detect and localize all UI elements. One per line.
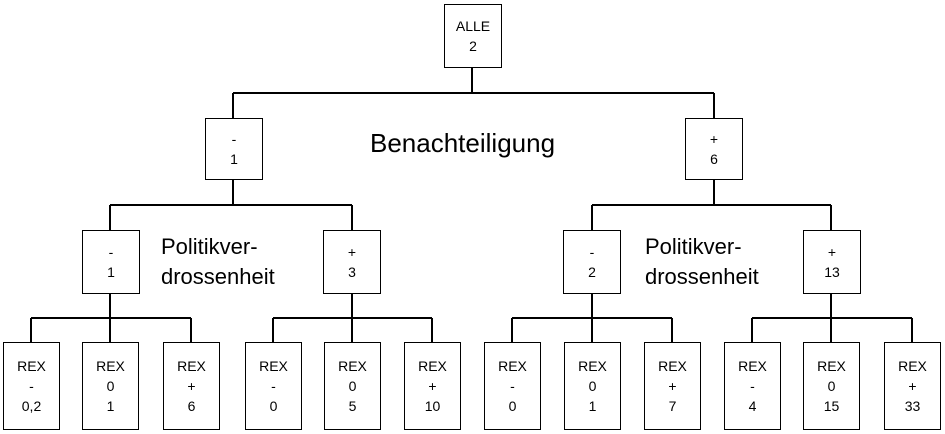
rex-node-1-0-1-line-1: 0 [588, 378, 597, 394]
politik-node-1-1-line-1: 13 [824, 264, 840, 280]
rex-node-0-0-2-line-0: REX [177, 358, 206, 374]
rex-node-0-1-2-line-0: REX [418, 358, 447, 374]
politik-label-0: Politikver-drossenheit [161, 232, 275, 292]
rex-node-0-0-0-line-1: - [29, 378, 34, 394]
root-node-line-1: 2 [469, 38, 477, 54]
rex-node-1-1-1: REX 0 15 [803, 342, 860, 430]
benachteiligung-node-0: -1 [205, 118, 263, 180]
rex-node-0-0-0-line-2: 0,2 [21, 398, 42, 414]
rex-node-0-1-0-line-1: - [271, 378, 276, 394]
politik-label-1-line-0: Politikver- [645, 234, 742, 259]
politik-label-1: Politikver-drossenheit [645, 232, 759, 292]
rex-node-0-1-1-line-1: 0 [348, 378, 357, 394]
rex-node-1-1-2-line-2: 33 [904, 398, 921, 414]
rex-node-1-0-1-line-0: REX [578, 358, 607, 374]
root-node: ALLE 2 [444, 4, 502, 68]
rex-node-1-0-1-line-2: 1 [588, 398, 597, 414]
politik-node-1-1: +13 [803, 230, 861, 294]
rex-node-0-0-0-line-0: REX [17, 358, 46, 374]
benachteiligung-node-0-line-1: 1 [230, 151, 238, 167]
rex-node-1-1-2: REX +33 [884, 342, 941, 430]
rex-node-0-0-1-line-0: REX [96, 358, 125, 374]
politik-node-1-0-line-0: - [589, 244, 595, 260]
politik-node-1-1-line-0: + [827, 244, 837, 260]
rex-node-1-0-0: REX - 0 [484, 342, 541, 430]
politik-label-1-line-1: drossenheit [645, 264, 759, 289]
rex-node-0-1-2-line-1: + [428, 378, 437, 394]
rex-node-0-1-1: REX 0 5 [324, 342, 381, 430]
root-node-line-0: ALLE [455, 18, 491, 34]
rex-node-1-0-2-line-0: REX [658, 358, 687, 374]
rex-node-1-0-2-line-1: + [668, 378, 677, 394]
benachteiligung-node-1: +6 [685, 118, 743, 180]
rex-node-0-0-1-line-1: 0 [106, 378, 115, 394]
politik-node-0-0: -1 [82, 230, 140, 294]
rex-node-1-0-0-line-1: - [510, 378, 515, 394]
benachteiligung-label: Benachteiligung [370, 128, 556, 158]
rex-node-0-0-1: REX 0 1 [82, 342, 139, 430]
rex-node-1-0-0-line-0: REX [498, 358, 527, 374]
politik-label-0-line-0: Politikver- [161, 234, 258, 259]
rex-node-1-0-2: REX +7 [644, 342, 701, 430]
rex-node-0-1-0: REX - 0 [245, 342, 302, 430]
politik-node-0-1: +3 [323, 230, 381, 294]
rex-node-1-0-1: REX 0 1 [564, 342, 621, 430]
politik-node-0-1-line-1: 3 [348, 264, 356, 280]
rex-node-1-1-1-line-2: 15 [823, 398, 840, 414]
politik-label-0-line-1: drossenheit [161, 264, 275, 289]
rex-node-0-0-1-line-2: 1 [106, 398, 115, 414]
benachteiligung-node-1-line-1: 6 [710, 151, 718, 167]
rex-node-0-1-1-line-2: 5 [348, 398, 357, 414]
politik-node-1-0-line-1: 2 [588, 264, 596, 280]
politik-node-0-1-line-0: + [347, 244, 357, 260]
rex-node-0-1-1-line-0: REX [338, 358, 367, 374]
rex-node-0-1-0-line-2: 0 [269, 398, 278, 414]
rex-node-1-1-1-line-1: 0 [827, 378, 836, 394]
politik-node-0-0-line-1: 1 [107, 264, 115, 280]
politik-node-0-0-line-0: - [108, 244, 114, 260]
rex-node-1-1-0-line-1: - [750, 378, 755, 394]
rex-node-0-0-2-line-2: 6 [187, 398, 196, 414]
rex-node-0-0-2-line-1: + [187, 378, 196, 394]
rex-node-0-1-0-line-0: REX [259, 358, 288, 374]
rex-node-1-0-2-line-2: 7 [668, 398, 677, 414]
rex-node-0-1-2: REX +10 [404, 342, 461, 430]
politik-node-1-0: -2 [563, 230, 621, 294]
rex-node-1-1-2-line-1: + [908, 378, 917, 394]
rex-node-0-0-2: REX +6 [163, 342, 220, 430]
rex-node-1-1-1-line-0: REX [817, 358, 846, 374]
benachteiligung-node-1-line-0: + [709, 131, 719, 147]
rex-node-0-0-0: REX - 0,2 [3, 342, 60, 430]
rex-node-1-1-0-line-2: 4 [748, 398, 757, 414]
rex-node-1-1-2-line-0: REX [898, 358, 927, 374]
benachteiligung-node-0-line-0: - [231, 131, 237, 147]
rex-node-1-1-0-line-0: REX [738, 358, 767, 374]
rex-node-0-1-2-line-2: 10 [424, 398, 441, 414]
rex-node-1-1-0: REX - 4 [724, 342, 781, 430]
rex-node-1-0-0-line-2: 0 [508, 398, 517, 414]
